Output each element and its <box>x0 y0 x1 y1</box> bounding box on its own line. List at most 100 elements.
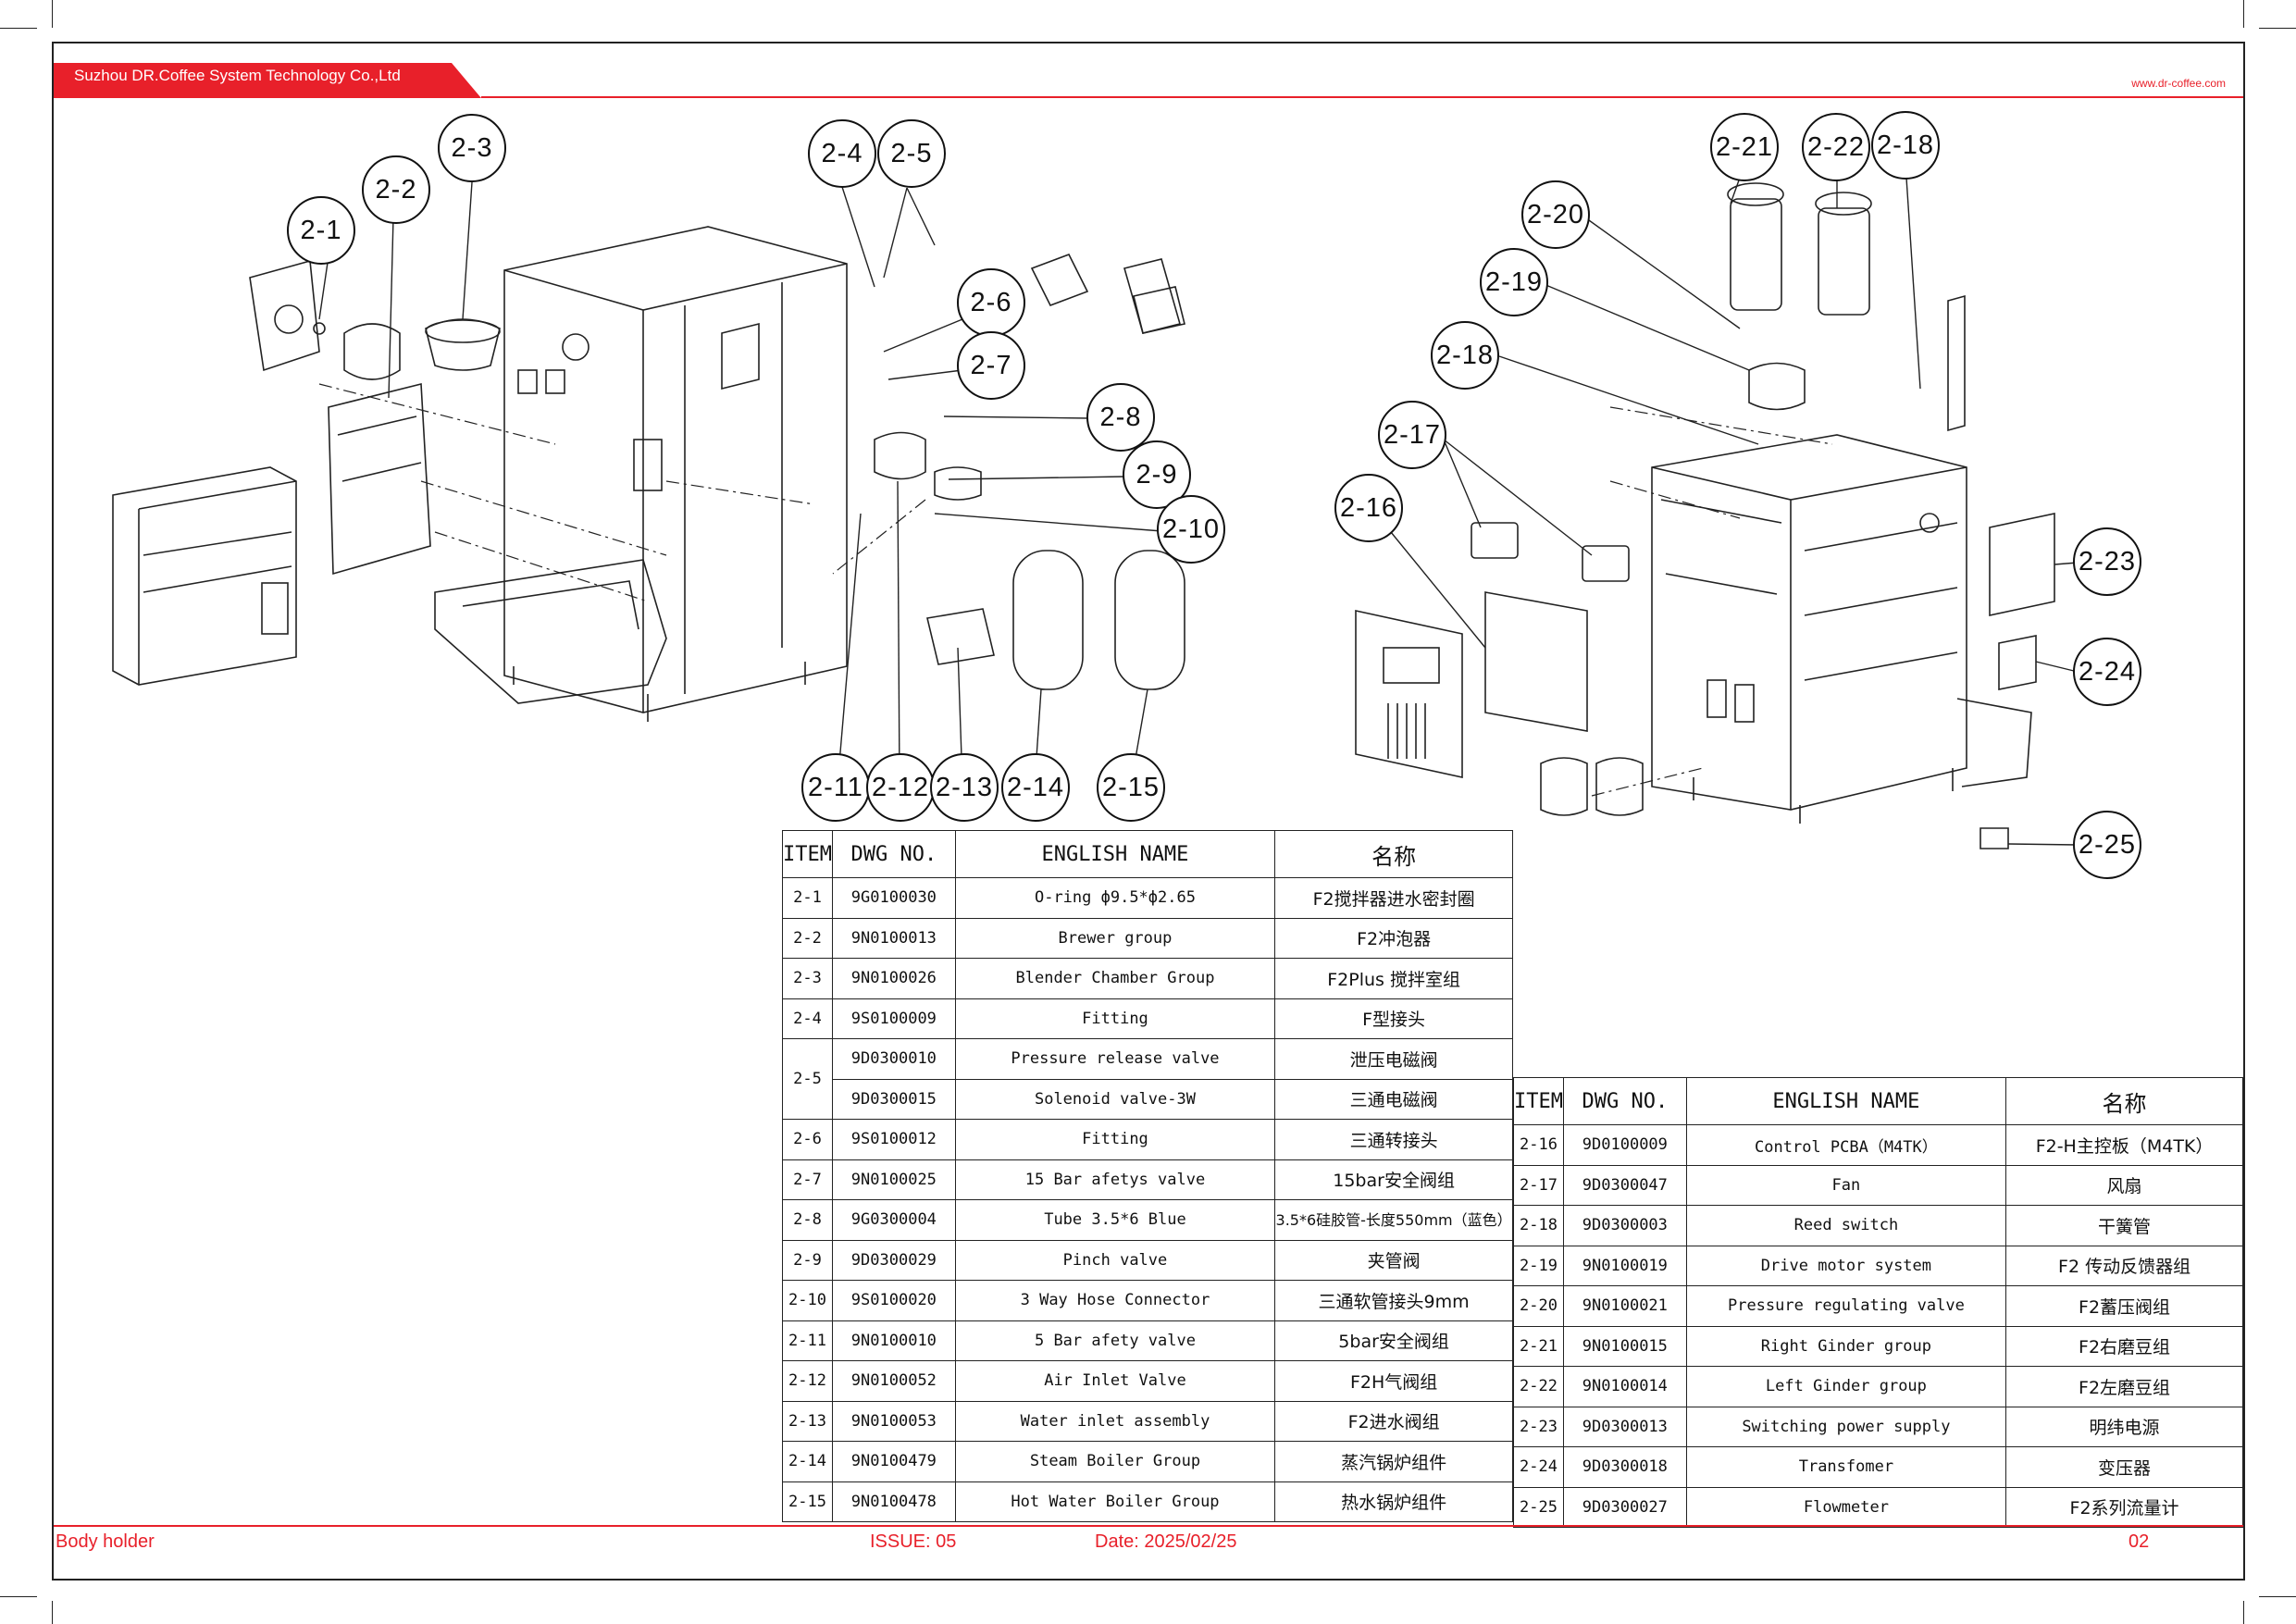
cell-chinese: 热水锅炉组件 <box>1274 1481 1513 1522</box>
cell-dwg: 9D0300015 <box>831 1078 956 1120</box>
cell-dwg: 9D0300029 <box>831 1239 956 1281</box>
cell-english: Fitting <box>954 998 1276 1039</box>
cell-chinese: F2蓄压阀组 <box>2005 1285 2243 1327</box>
cell-dwg: 9D0300003 <box>1562 1205 1687 1246</box>
cell-english: Flowmeter <box>1685 1486 2007 1528</box>
section-title: Body holder <box>56 1531 155 1552</box>
website-link[interactable]: www.dr-coffee.com <box>2131 77 2226 90</box>
cell-item: 2-1 <box>782 877 833 919</box>
callout-2-10: 2-10 <box>1157 495 1225 564</box>
cell-dwg: 9S0100020 <box>831 1280 956 1321</box>
cell-english: 3 Way Hose Connector <box>954 1280 1276 1321</box>
callout-2-18-right: 2-18 <box>1871 111 1940 180</box>
crop-mark <box>52 0 53 28</box>
cell-english: Right Ginder group <box>1685 1325 2007 1367</box>
cell-dwg: 9D0300013 <box>1562 1406 1687 1447</box>
cell-english: Fan <box>1685 1164 2007 1206</box>
cell-chinese: F2左磨豆组 <box>2005 1366 2243 1407</box>
cell-dwg: 9D0300047 <box>1562 1164 1687 1206</box>
cell-dwg: 9N0100015 <box>1562 1325 1687 1367</box>
cell-item: 2-19 <box>1513 1245 1564 1286</box>
crop-mark <box>2259 28 2296 29</box>
cell-chinese: 风扇 <box>2005 1164 2243 1206</box>
cell-dwg: 9G0100030 <box>831 877 956 919</box>
header-banner <box>54 63 481 98</box>
cell-english: Water inlet assembly <box>954 1400 1276 1442</box>
callout-2-13: 2-13 <box>930 753 999 822</box>
cell-item: 2-20 <box>1513 1285 1564 1327</box>
header-dwg: DWG NO. <box>1562 1077 1687 1125</box>
cell-english: Pinch valve <box>954 1239 1276 1281</box>
right-panels-drawing <box>1355 522 1630 778</box>
cell-dwg: 9D0300010 <box>831 1038 956 1080</box>
cell-chinese: F2冲泡器 <box>1274 917 1513 959</box>
cell-item: 2-13 <box>782 1400 833 1442</box>
company-name: Suzhou DR.Coffee System Technology Co.,L… <box>74 67 401 84</box>
cell-item: 2-23 <box>1513 1406 1564 1447</box>
cell-chinese: F型接头 <box>1274 998 1513 1039</box>
callout-2-24: 2-24 <box>2073 638 2141 706</box>
cell-dwg: 9N0100053 <box>831 1400 956 1442</box>
callout-2-12: 2-12 <box>866 753 935 822</box>
cell-dwg: 9N0100014 <box>1562 1366 1687 1407</box>
cell-chinese: 三通转接头 <box>1274 1119 1513 1160</box>
crop-mark <box>0 1596 37 1597</box>
cell-english: Pressure regulating valve <box>1685 1285 2007 1327</box>
cell-dwg: 9D0300018 <box>1562 1446 1687 1488</box>
callout-2-21: 2-21 <box>1710 113 1779 181</box>
cell-chinese: F2搅拌器进水密封圈 <box>1274 877 1513 919</box>
cell-english: Transfomer <box>1685 1446 2007 1488</box>
callout-2-14: 2-14 <box>1001 753 1070 822</box>
cell-chinese: F2系列流量计 <box>2005 1486 2243 1528</box>
cell-english: Hot Water Boiler Group <box>954 1481 1276 1522</box>
cell-chinese: 3.5*6硅胶管-长度550mm（蓝色） <box>1274 1199 1513 1241</box>
cell-english: Drive motor system <box>1685 1245 2007 1286</box>
side-panel-drawing <box>112 466 297 686</box>
cell-dwg: 9N0100478 <box>831 1481 956 1522</box>
cell-item: 2-10 <box>782 1280 833 1321</box>
cell-dwg: 9D0300027 <box>1562 1486 1687 1528</box>
callout-2-20: 2-20 <box>1521 180 1590 249</box>
cell-chinese: 三通软管接头9mm <box>1274 1280 1513 1321</box>
cell-english: Left Ginder group <box>1685 1366 2007 1407</box>
cell-item: 2-3 <box>782 958 833 999</box>
callout-2-7: 2-7 <box>957 331 1025 400</box>
callout-2-17: 2-17 <box>1378 401 1446 469</box>
cell-dwg: 9N0100013 <box>831 917 956 959</box>
cell-english: 5 Bar afety valve <box>954 1320 1276 1361</box>
callout-2-25: 2-25 <box>2073 811 2141 879</box>
header-item: ITEM <box>782 830 833 878</box>
callout-2-4: 2-4 <box>808 119 876 188</box>
cell-english: Blender Chamber Group <box>954 958 1276 999</box>
cell-chinese: 蒸汽锅炉组件 <box>1274 1441 1513 1482</box>
cell-chinese: F2 传动反馈器组 <box>2005 1245 2243 1286</box>
callout-2-16: 2-16 <box>1334 474 1403 542</box>
crop-mark <box>2259 1596 2296 1597</box>
cell-chinese: 明纬电源 <box>2005 1406 2243 1447</box>
right-chassis-drawing <box>1651 434 2032 824</box>
callout-2-1: 2-1 <box>287 196 355 265</box>
header-english: ENGLISH NAME <box>954 830 1276 878</box>
issue-date: Date: 2025/02/25 <box>1095 1531 1237 1552</box>
crop-mark <box>52 1601 53 1624</box>
cell-item: 2-2 <box>782 917 833 959</box>
callout-2-15: 2-15 <box>1097 753 1165 822</box>
cell-english: Pressure release valve <box>954 1038 1276 1080</box>
cell-item: 2-4 <box>782 998 833 1039</box>
